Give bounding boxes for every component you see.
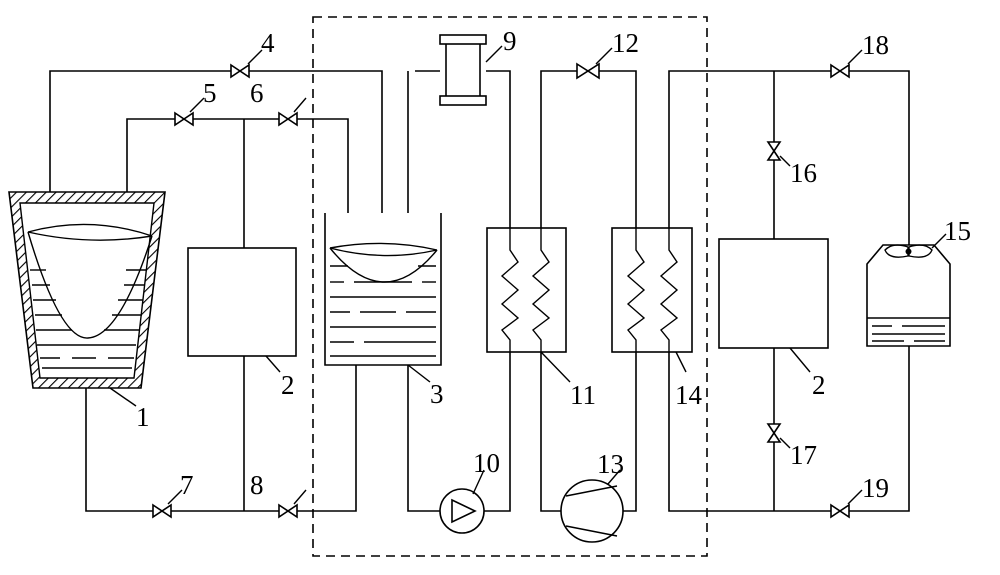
label-1: 1 xyxy=(136,402,150,432)
tank-1 xyxy=(8,191,166,389)
valve-8 xyxy=(278,503,298,519)
tank-1-liquid-lines xyxy=(30,269,146,369)
label-14: 14 xyxy=(675,380,703,410)
valve-19 xyxy=(830,503,850,519)
valve-5 xyxy=(174,111,194,127)
label-10: 10 xyxy=(473,448,500,478)
valve-18 xyxy=(830,63,850,79)
label-3: 3 xyxy=(430,379,444,409)
label-7: 7 xyxy=(180,470,194,500)
label-17: 17 xyxy=(790,440,817,470)
dashed-enclosure xyxy=(312,16,708,557)
label-6: 6 xyxy=(250,78,264,108)
valve-6 xyxy=(278,111,298,127)
valve-12 xyxy=(576,62,600,80)
unit-2-left xyxy=(187,247,297,357)
valve-7 xyxy=(152,503,172,519)
pump-10 xyxy=(439,488,485,534)
label-8: 8 xyxy=(250,470,264,500)
component-labels: 1 2 3 4 5 6 7 8 9 10 11 12 13 14 15 16 1… xyxy=(136,26,971,503)
label-9: 9 xyxy=(503,26,517,56)
cooling-tower-15 xyxy=(866,244,951,347)
tank-3 xyxy=(324,213,442,366)
valve-4 xyxy=(230,63,250,79)
label-12: 12 xyxy=(612,28,639,58)
label-19: 19 xyxy=(862,473,889,503)
valve-16 xyxy=(766,141,782,161)
label-5: 5 xyxy=(203,78,217,108)
label-15: 15 xyxy=(944,216,971,246)
heat-exchanger-11 xyxy=(486,227,567,353)
label-2-right: 2 xyxy=(812,370,826,400)
compressor-13 xyxy=(560,479,624,543)
label-11: 11 xyxy=(570,380,596,410)
leader-lines xyxy=(109,45,947,505)
valve-17 xyxy=(766,423,782,443)
label-13: 13 xyxy=(597,449,624,479)
unit-2-right xyxy=(718,238,829,349)
component-9 xyxy=(439,34,487,106)
label-18: 18 xyxy=(862,30,889,60)
label-4: 4 xyxy=(261,28,275,58)
pipe-network xyxy=(49,70,910,512)
label-2-left: 2 xyxy=(281,370,295,400)
label-16: 16 xyxy=(790,158,817,188)
heat-exchanger-14 xyxy=(611,227,693,353)
